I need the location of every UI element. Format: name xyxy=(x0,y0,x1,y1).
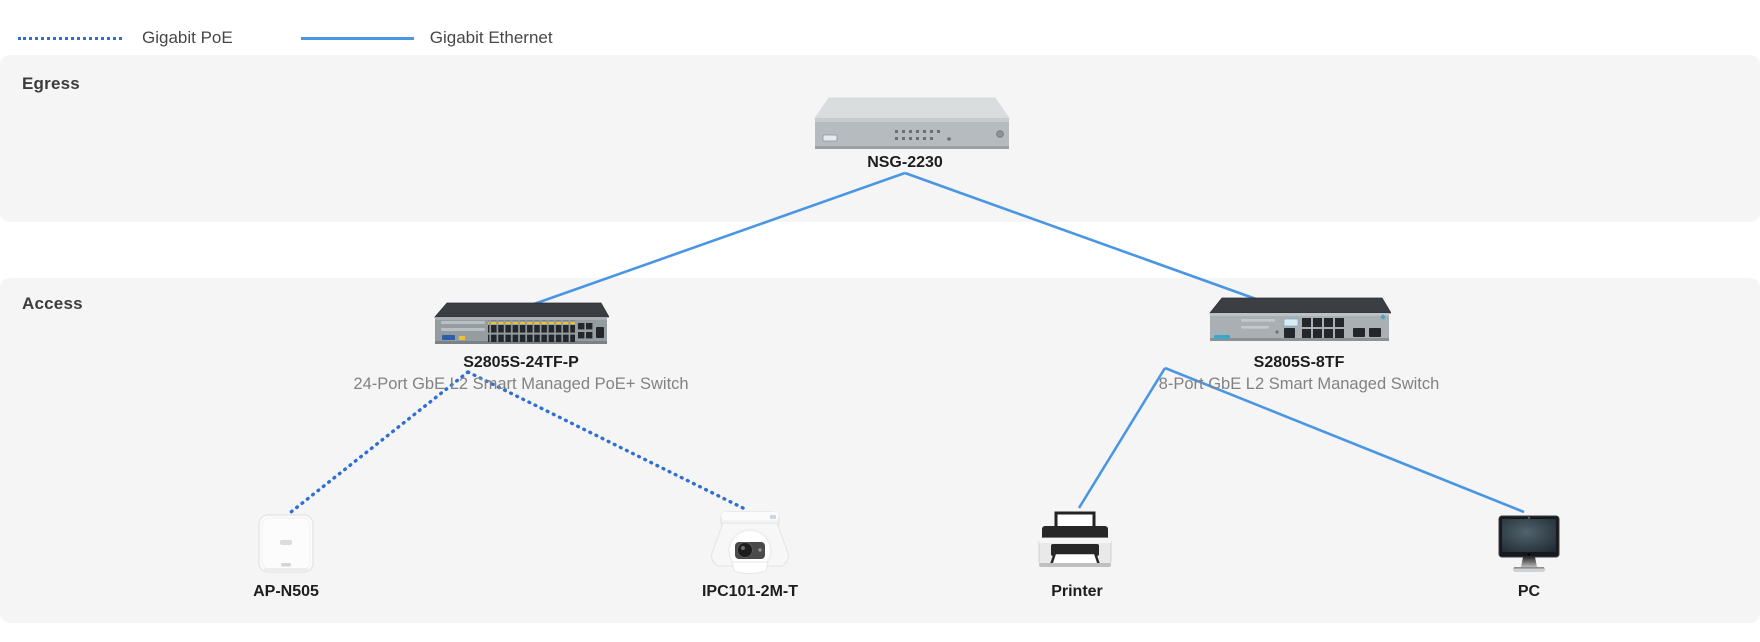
printer-name-label: Printer xyxy=(1051,583,1103,600)
egress-zone-label: Egress xyxy=(22,74,80,93)
access-zone-label: Access xyxy=(22,294,83,313)
std-switch-device-icon xyxy=(1207,295,1391,346)
gateway-name-label: NSG-2230 xyxy=(867,154,943,171)
poe-switch-name-label: S2805S-24TF-P xyxy=(463,354,579,371)
poe-switch-description: 24-Port GbE L2 Smart Managed PoE+ Switch xyxy=(353,375,689,393)
camera-name-label: IPC101-2M-T xyxy=(701,583,799,600)
gateway-device-icon xyxy=(803,94,1011,154)
std-switch-name-label: S2805S-8TF xyxy=(1253,354,1345,371)
access-point-device-icon xyxy=(258,514,314,573)
access-point-name-label: AP-N505 xyxy=(253,583,319,600)
legend-poe-label: Gigabit PoE xyxy=(142,28,233,47)
gigabit-poe-line-icon xyxy=(18,36,122,40)
poe-switch-device-icon xyxy=(433,300,609,347)
legend: Gigabit PoE Gigabit Ethernet xyxy=(18,24,553,52)
camera-device-icon xyxy=(704,509,796,579)
legend-ethernet-label: Gigabit Ethernet xyxy=(429,28,553,47)
pc-device-icon xyxy=(1497,514,1561,578)
gigabit-ethernet-line-icon xyxy=(300,36,414,40)
std-switch-description: 8-Port GbE L2 Smart Managed Switch xyxy=(1158,375,1440,393)
pc-name-label: PC xyxy=(1517,583,1541,600)
printer-device-icon xyxy=(1036,511,1114,577)
